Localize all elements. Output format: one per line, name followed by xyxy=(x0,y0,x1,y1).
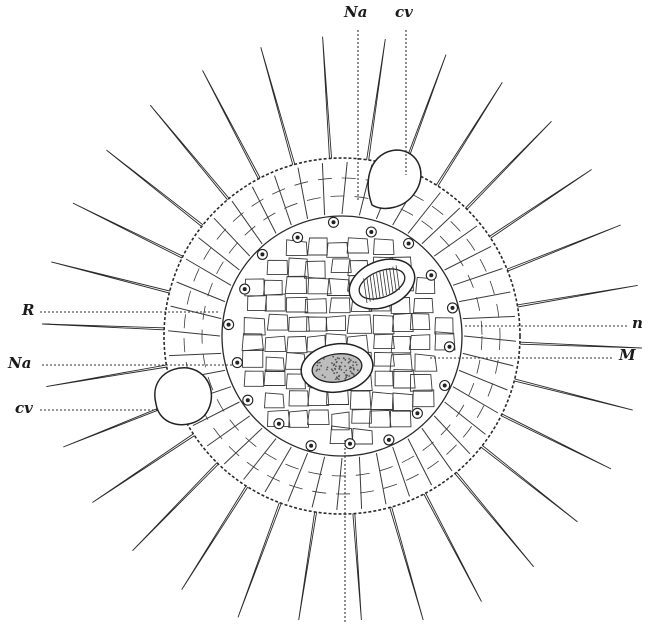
stipple-dot xyxy=(343,372,345,374)
stipple-dot xyxy=(344,359,346,361)
stipple-dot xyxy=(335,359,337,361)
cell-body xyxy=(164,158,520,514)
stipple-dot xyxy=(344,378,346,380)
stipple-dot xyxy=(355,361,357,363)
stipple-dot xyxy=(326,369,328,371)
stipple-dot xyxy=(348,362,350,364)
label-cv-top: cv xyxy=(395,5,413,20)
stipple-dot xyxy=(352,364,354,366)
granule-core xyxy=(415,411,419,415)
stipple-dot xyxy=(320,365,322,367)
stipple-dot xyxy=(336,362,338,364)
granule-core xyxy=(235,361,239,365)
stipple-dot xyxy=(348,358,350,360)
stipple-dot xyxy=(353,367,355,369)
stipple-dot xyxy=(319,369,321,371)
granule-core xyxy=(277,422,281,426)
stipple-dot xyxy=(323,358,325,360)
stipple-dot xyxy=(332,356,334,358)
stipple-dot xyxy=(353,361,355,363)
stipple-dot xyxy=(338,358,340,360)
granule-core xyxy=(296,236,300,240)
granule-core xyxy=(369,230,373,234)
granule-core xyxy=(407,242,411,246)
label-r: R xyxy=(22,303,34,318)
stipple-dot xyxy=(351,367,353,369)
stipple-dot xyxy=(357,369,359,371)
granule-core xyxy=(332,220,336,224)
label-na-left: Na xyxy=(8,356,31,371)
granule-core xyxy=(309,444,313,448)
stipple-dot xyxy=(338,365,340,367)
stipple-dot xyxy=(338,379,340,381)
stipple-dot xyxy=(332,370,334,372)
stipple-dot xyxy=(324,376,326,378)
stipple-dot xyxy=(335,365,337,367)
granule-core xyxy=(348,442,352,446)
stipple-dot xyxy=(327,367,329,369)
granule-core xyxy=(260,252,264,256)
stipple-dot xyxy=(317,362,319,364)
granule-core xyxy=(243,287,247,291)
granule-core xyxy=(451,306,455,310)
stipple-dot xyxy=(335,378,337,380)
stipple-dot xyxy=(341,362,343,364)
granule-core xyxy=(387,438,391,442)
stipple-dot xyxy=(345,370,347,372)
stipple-dot xyxy=(341,369,343,371)
stipple-dot xyxy=(331,362,333,364)
stipple-dot xyxy=(338,376,340,378)
stipple-dot xyxy=(333,364,335,366)
stipple-dot xyxy=(348,375,350,377)
stipple-dot xyxy=(356,364,358,366)
stipple-dot xyxy=(352,373,354,375)
stipple-dot xyxy=(316,365,318,367)
stipple-dot xyxy=(316,370,318,372)
stipple-dot xyxy=(350,359,352,361)
label-m: M xyxy=(619,348,636,363)
label-n: n xyxy=(632,316,643,331)
stipple-dot xyxy=(337,378,339,380)
stipple-dot xyxy=(337,357,339,359)
label-na-top: Na xyxy=(344,5,367,20)
stipple-dot xyxy=(343,358,345,360)
granule-core xyxy=(227,323,231,327)
stipple-dot xyxy=(319,362,321,364)
stipple-dot xyxy=(336,372,338,374)
stipple-dot xyxy=(334,368,336,370)
stipple-dot xyxy=(345,376,347,378)
stipple-dot xyxy=(322,374,324,376)
granule-core xyxy=(429,273,433,277)
granule-core xyxy=(448,345,452,349)
granule-core xyxy=(246,398,250,402)
stipple-dot xyxy=(350,371,352,373)
stipple-dot xyxy=(346,375,348,377)
contractile-vacuole-left xyxy=(155,368,212,425)
granule-core xyxy=(443,384,447,388)
label-cv-left: cv xyxy=(15,401,33,416)
stipple-dot xyxy=(338,368,340,370)
stipple-dot xyxy=(333,372,335,374)
stipple-dot xyxy=(344,365,346,367)
